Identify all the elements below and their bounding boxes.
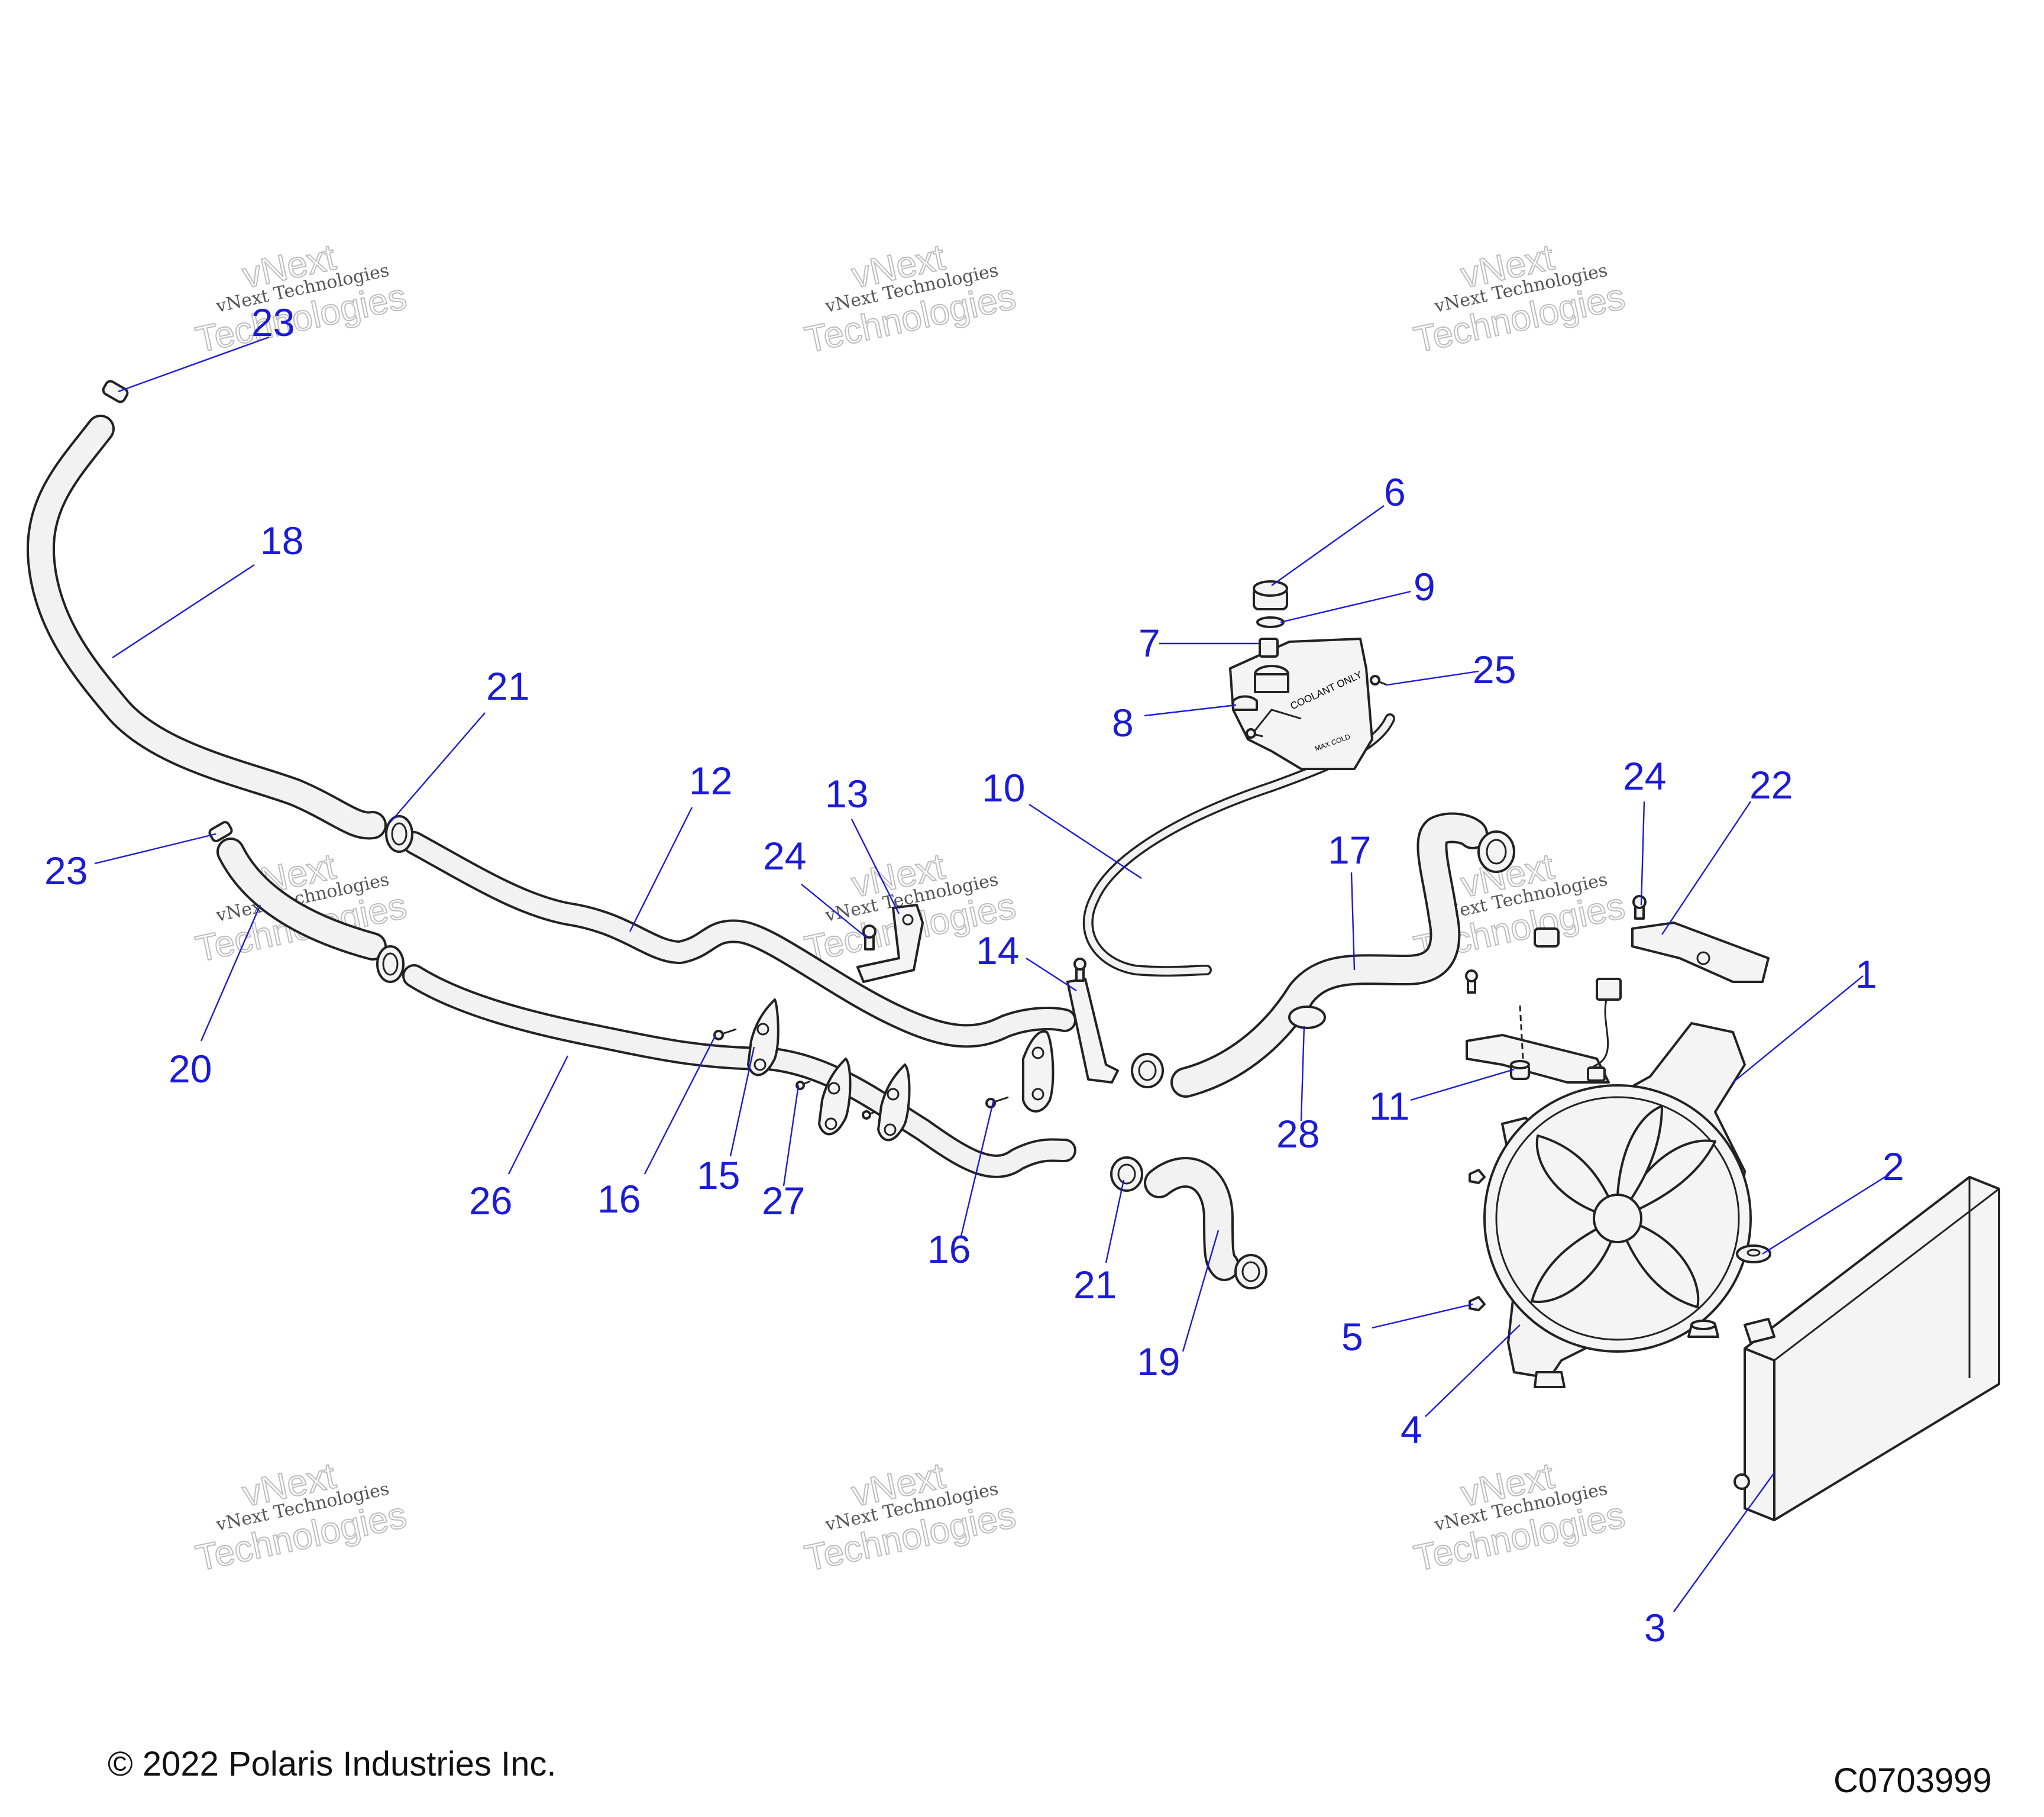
clamp-21-middle [376, 945, 405, 983]
hose-12 [402, 831, 1076, 1048]
bolt-bracket [1465, 969, 1478, 994]
bolt-14 [1073, 958, 1086, 982]
copyright-text: © 2022 Polaris Industries Inc. [108, 1745, 556, 1783]
callout-3: 3 [1644, 1606, 1666, 1650]
callout-25: 25 [1473, 648, 1516, 691]
callout-17: 17 [1328, 828, 1371, 872]
callout-10: 10 [982, 766, 1025, 810]
clamp-23-lower [208, 821, 233, 842]
clip-15 [747, 998, 780, 1076]
bolt-5 [1469, 1296, 1486, 1311]
callout-9: 9 [1414, 565, 1435, 609]
callout-21: 21 [486, 664, 529, 708]
callout-13: 13 [825, 772, 868, 816]
bolt-24-left [862, 924, 877, 950]
callout-22: 22 [1749, 763, 1793, 807]
callout-14: 14 [976, 929, 1019, 972]
callout-16: 16 [927, 1227, 971, 1271]
bolt-5b [1469, 1169, 1486, 1184]
clamp-21-upper [385, 815, 413, 853]
clip-16 [1022, 1030, 1055, 1113]
figure-code: C0703999 [1833, 1761, 1992, 1800]
callout-28: 28 [1276, 1112, 1319, 1156]
fan-connector [1587, 1066, 1606, 1082]
bracket-14 [1066, 978, 1119, 1084]
callout-23: 23 [251, 300, 295, 344]
callout-23: 23 [44, 849, 88, 893]
callout-8: 8 [1112, 701, 1134, 745]
callout-20: 20 [169, 1047, 212, 1091]
bracket-22 [1631, 922, 1770, 983]
mount-grommet-bottom [1534, 1371, 1566, 1388]
callout-24: 24 [1623, 754, 1666, 798]
tank-neck [1254, 665, 1289, 693]
hose-19 [1144, 1157, 1240, 1281]
hose-18 [26, 415, 387, 840]
o-ring-9 [1256, 616, 1285, 628]
hose-20 [216, 838, 387, 961]
clamp-23-upper [102, 380, 129, 403]
grommet-11 [1510, 1060, 1530, 1080]
bolt-tank-lower [1246, 728, 1263, 739]
clamp-21-center [1131, 1053, 1164, 1088]
callout-27: 27 [762, 1179, 805, 1223]
tank-cap-6 [1253, 580, 1288, 610]
clip-27b [877, 1063, 911, 1142]
seal-7 [1259, 638, 1279, 658]
radiator-cap-2 [1736, 1244, 1771, 1263]
hose-17 [1170, 812, 1488, 1098]
elbow-8 [1232, 695, 1258, 711]
grommet-rad [1687, 1320, 1719, 1338]
clamp-21-lower [1110, 1156, 1143, 1192]
bracket-lower [1466, 1005, 1610, 1084]
bracket-13 [856, 904, 924, 983]
callout-15: 15 [697, 1153, 740, 1197]
callout-7: 7 [1139, 621, 1160, 665]
callout-1: 1 [1855, 952, 1877, 996]
callout-5: 5 [1341, 1315, 1363, 1359]
mount-grommet-upper [1534, 927, 1560, 948]
bolt-25 [1370, 675, 1388, 686]
leader-lines [94, 336, 1890, 1612]
callout-12: 12 [689, 759, 732, 803]
callout-16: 16 [597, 1177, 641, 1221]
screw-extra [862, 1110, 876, 1120]
callout-26: 26 [469, 1179, 512, 1223]
callout-21: 21 [1073, 1263, 1117, 1307]
callout-numbers: 23 18 21 23 20 12 13 24 26 16 15 27 16 1… [44, 300, 1904, 1650]
clamp-28 [1288, 1006, 1326, 1029]
bolt-24-right [1632, 895, 1647, 920]
callout-18: 18 [260, 519, 303, 562]
callout-4: 4 [1401, 1408, 1422, 1451]
clamp-19-end [1234, 1254, 1267, 1289]
callout-24: 24 [763, 834, 806, 878]
screw-16a [713, 1028, 737, 1040]
radiator-3 [1733, 1176, 2000, 1521]
callout-11: 11 [1369, 1084, 1410, 1128]
callout-2: 2 [1883, 1144, 1904, 1188]
callout-19: 19 [1137, 1340, 1180, 1383]
fan-blades [1531, 1105, 1716, 1308]
clamp-17-top [1477, 830, 1515, 873]
clip-27a [818, 1058, 852, 1136]
hose-26 [402, 964, 1076, 1178]
callout-6: 6 [1384, 470, 1406, 514]
